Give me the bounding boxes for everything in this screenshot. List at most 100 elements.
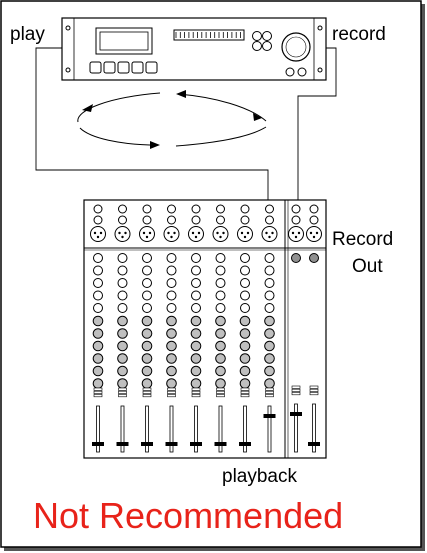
- knob-icon: [216, 215, 225, 225]
- transport-button: [103, 61, 116, 74]
- play-cable: [35, 47, 269, 200]
- fader-icon: [190, 442, 202, 446]
- playback-label: playback: [222, 466, 297, 487]
- xlr-pin: [124, 231, 127, 235]
- switch-segment: [291, 388, 301, 392]
- switch-segment: [142, 390, 152, 394]
- power-button-icon: [297, 67, 307, 77]
- switch-segment: [309, 388, 319, 392]
- fader-slot: [267, 405, 272, 453]
- knob-icon: [240, 265, 250, 276]
- xlr-pin: [93, 231, 97, 235]
- xlr-pin: [99, 231, 103, 235]
- knob-icon: [93, 303, 103, 313]
- knob-icon: [264, 353, 275, 364]
- switch-segment: [118, 390, 127, 394]
- knob-icon: [190, 340, 202, 352]
- switch-segment: [93, 387, 103, 391]
- knob-icon: [141, 365, 153, 377]
- switch-segment: [93, 390, 103, 394]
- knob-icon: [167, 204, 176, 214]
- function-button: [252, 41, 262, 51]
- knob-icon: [215, 290, 226, 301]
- xlr-pin: [167, 231, 170, 235]
- switch-segment: [142, 387, 152, 391]
- xlr-connector-icon: [139, 226, 155, 242]
- knob-icon: [240, 303, 250, 313]
- xlr-connector-icon: [212, 226, 229, 242]
- mixer-channel: [139, 204, 155, 453]
- knob-icon: [141, 315, 153, 327]
- xlr-pin: [294, 235, 298, 239]
- knob-icon: [309, 253, 319, 263]
- knob-icon: [142, 278, 152, 288]
- xlr-pin: [240, 231, 244, 235]
- knob-icon: [166, 253, 177, 263]
- knob-icon: [166, 340, 177, 352]
- switch-segment: [93, 394, 103, 398]
- knob-icon: [191, 215, 201, 225]
- knob-icon: [93, 290, 103, 301]
- knob-icon: [240, 290, 250, 301]
- switch-segment: [142, 394, 152, 398]
- switch-segment: [240, 387, 250, 391]
- knob-icon: [264, 340, 275, 352]
- knob-icon: [166, 315, 177, 327]
- xlr-pin: [118, 231, 121, 235]
- knob-icon: [216, 204, 225, 214]
- switch-segment: [240, 390, 250, 394]
- xlr-pin: [170, 235, 173, 239]
- knob-icon: [117, 253, 128, 263]
- xlr-pin: [312, 235, 316, 239]
- xlr-pin: [297, 231, 301, 235]
- xlr-connector-icon: [237, 226, 253, 242]
- knob-icon: [240, 253, 250, 263]
- knob-icon: [264, 278, 275, 288]
- level-meter: [173, 29, 245, 41]
- fader-icon: [92, 442, 104, 446]
- switch-segment: [216, 394, 225, 398]
- feedback-loop-arrows: [77, 92, 267, 147]
- knob-icon: [93, 204, 103, 214]
- knob-icon: [264, 328, 275, 339]
- knob-icon: [92, 353, 104, 364]
- xlr-connector-icon: [188, 226, 204, 242]
- knob-icon: [166, 278, 177, 288]
- switch-segment: [265, 387, 274, 391]
- knob-icon: [264, 378, 275, 389]
- knob-icon: [190, 365, 202, 377]
- knob-icon: [167, 215, 176, 225]
- fader-slot: [218, 405, 223, 453]
- knob-icon: [142, 303, 152, 313]
- knob-icon: [291, 204, 301, 214]
- knob-icon: [265, 204, 274, 214]
- xlr-pin: [309, 231, 313, 235]
- knob-icon: [118, 215, 127, 225]
- knob-icon: [291, 253, 301, 263]
- knob-icon: [92, 365, 104, 377]
- knob-icon: [191, 204, 201, 214]
- knob-icon: [215, 253, 226, 263]
- knob-icon: [118, 204, 127, 214]
- knob-icon: [215, 353, 226, 364]
- knob-icon: [239, 378, 251, 389]
- switch-segment: [240, 394, 250, 398]
- knob-icon: [166, 290, 177, 301]
- knob-icon: [141, 353, 153, 364]
- xlr-pin: [148, 231, 152, 235]
- knob-icon: [117, 378, 128, 389]
- mixer-console: [83, 199, 327, 459]
- switch-segment: [291, 392, 301, 396]
- mixer-channel: [188, 204, 204, 453]
- knob-icon: [215, 315, 226, 327]
- rack-screw-icon: [65, 67, 71, 73]
- knob-icon: [265, 215, 274, 225]
- knob-icon: [191, 278, 201, 288]
- transport-button: [89, 61, 102, 74]
- knob-icon: [92, 315, 104, 327]
- knob-icon: [215, 378, 226, 389]
- knob-icon: [215, 328, 226, 339]
- fader-icon: [263, 414, 276, 418]
- knob-icon: [117, 365, 128, 377]
- knob-icon: [191, 265, 201, 276]
